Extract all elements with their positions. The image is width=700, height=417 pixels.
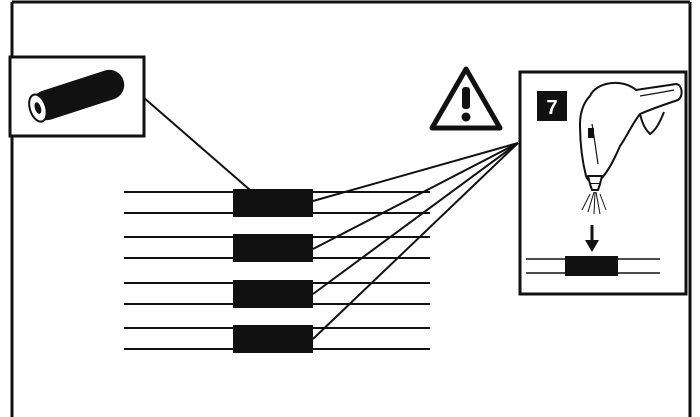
shrink-sleeve [233,189,313,217]
heat-leader-line [312,142,519,250]
tube-inset [8,55,146,138]
heat-leader-line [312,142,519,340]
step-number-badge: 7 [537,91,567,121]
down-arrow-icon [585,225,599,252]
shrink-sleeve-tube-icon [28,69,125,123]
heat-leader-line [312,142,519,202]
heat-gun-icon [579,81,683,191]
tube-leader-line [142,96,251,191]
leader-lines [142,96,519,340]
shrink-sleeves [233,189,313,353]
inset-wire-with-sleeve [526,256,660,276]
step-number: 7 [546,97,557,119]
heat-gun-inset: 7 [518,70,688,296]
shrink-sleeve [233,234,313,262]
heat-leader-line [312,142,519,295]
shrink-sleeve [233,280,313,308]
shrink-sleeve [233,325,313,353]
warning-triangle-icon [429,66,503,131]
heat-stream [581,191,607,215]
